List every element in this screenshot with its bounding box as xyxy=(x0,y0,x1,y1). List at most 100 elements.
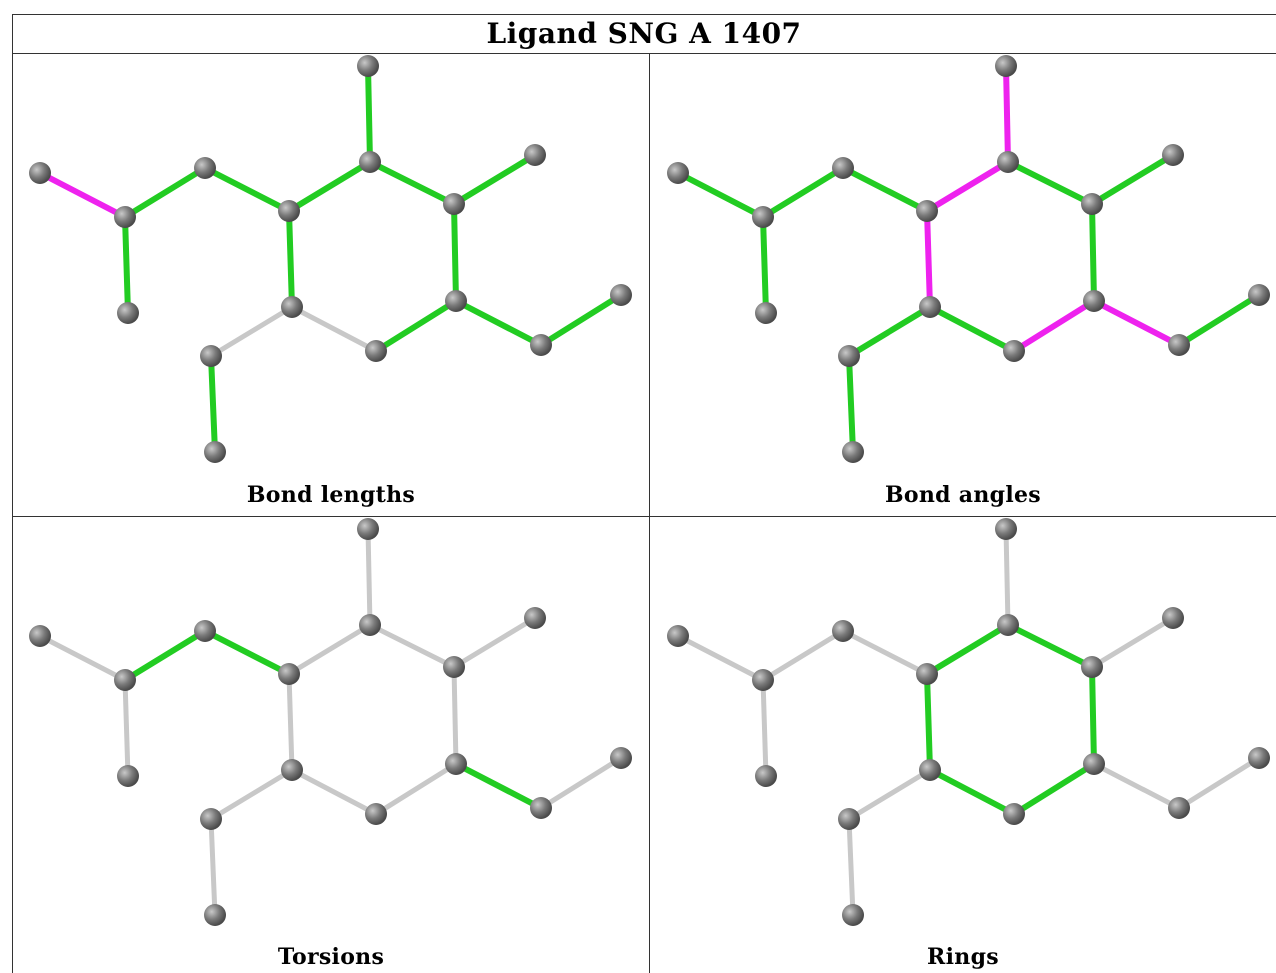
atom xyxy=(204,904,226,926)
bond xyxy=(122,628,208,683)
atom xyxy=(194,620,216,642)
bond xyxy=(365,526,373,628)
bond xyxy=(924,159,1011,214)
bond xyxy=(122,214,131,316)
column-divider xyxy=(649,54,650,973)
bond xyxy=(840,165,930,214)
bond xyxy=(846,304,933,359)
bond xyxy=(451,152,538,207)
bond xyxy=(846,816,856,918)
bond xyxy=(1011,298,1097,354)
bond xyxy=(760,628,846,683)
atom xyxy=(916,200,938,222)
atom xyxy=(278,200,300,222)
bond xyxy=(760,214,769,316)
panel-caption: Torsions xyxy=(277,944,385,970)
atom xyxy=(667,625,689,647)
atom xyxy=(524,144,546,166)
atom xyxy=(755,302,777,324)
bond xyxy=(675,170,766,220)
bond xyxy=(286,159,373,214)
atom xyxy=(1162,144,1184,166)
atom xyxy=(194,157,216,179)
bond xyxy=(675,633,766,683)
atom xyxy=(997,614,1019,636)
atom xyxy=(610,284,632,306)
atom xyxy=(1168,334,1190,356)
atom xyxy=(838,345,860,367)
atom xyxy=(1003,340,1025,362)
panel-caption: Bond lengths xyxy=(246,482,416,508)
bond xyxy=(924,622,1011,677)
atom xyxy=(204,441,226,463)
panel-bond-angles: Bond angles xyxy=(650,55,1276,516)
atom xyxy=(443,656,465,678)
bond xyxy=(453,298,544,348)
bond xyxy=(208,767,295,822)
molecule-diagram xyxy=(29,55,632,463)
atom xyxy=(1083,290,1105,312)
bond xyxy=(286,671,295,773)
bond xyxy=(451,664,459,767)
bond xyxy=(1011,761,1097,817)
bond xyxy=(373,298,459,354)
atom xyxy=(919,759,941,781)
atom xyxy=(916,663,938,685)
bond xyxy=(451,615,538,670)
table-frame xyxy=(12,14,1276,973)
atom xyxy=(1003,803,1025,825)
atom xyxy=(1083,753,1105,775)
atom xyxy=(114,206,136,228)
bond xyxy=(208,304,295,359)
bond xyxy=(1089,201,1097,304)
atom xyxy=(278,663,300,685)
atom xyxy=(359,151,381,173)
bond xyxy=(1091,298,1182,348)
bond xyxy=(1091,761,1182,811)
atom xyxy=(117,302,139,324)
atom xyxy=(995,518,1017,540)
bond xyxy=(367,622,457,670)
panel-caption: Bond angles xyxy=(885,482,1041,508)
atom xyxy=(117,765,139,787)
bond xyxy=(202,628,292,677)
atom xyxy=(357,518,379,540)
bond xyxy=(924,208,933,310)
atom xyxy=(200,345,222,367)
atom xyxy=(365,803,387,825)
bond xyxy=(1005,159,1095,207)
atom xyxy=(667,162,689,184)
row-divider xyxy=(12,516,1276,517)
bond xyxy=(927,767,1017,817)
molecule-diagram xyxy=(29,518,632,926)
bond xyxy=(760,677,769,779)
bond xyxy=(1176,292,1262,348)
atom xyxy=(281,296,303,318)
atom xyxy=(445,290,467,312)
atom xyxy=(200,808,222,830)
bond xyxy=(286,208,295,310)
atom xyxy=(359,614,381,636)
bond xyxy=(202,165,292,214)
atom xyxy=(832,157,854,179)
atom xyxy=(1248,747,1270,769)
bond xyxy=(1089,152,1176,207)
atom xyxy=(443,193,465,215)
bond xyxy=(927,304,1017,354)
atom xyxy=(1162,607,1184,629)
molecule-diagram xyxy=(667,518,1270,926)
bond xyxy=(1005,622,1095,670)
bond xyxy=(538,292,624,348)
bond xyxy=(289,304,379,354)
atom xyxy=(281,759,303,781)
bond xyxy=(367,159,457,207)
bond xyxy=(538,755,624,811)
atom xyxy=(752,669,774,691)
bond xyxy=(208,816,218,918)
atom xyxy=(838,808,860,830)
molecule-diagram xyxy=(667,55,1270,463)
atom xyxy=(29,162,51,184)
atom xyxy=(1081,656,1103,678)
atom xyxy=(29,625,51,647)
bond xyxy=(846,353,856,455)
